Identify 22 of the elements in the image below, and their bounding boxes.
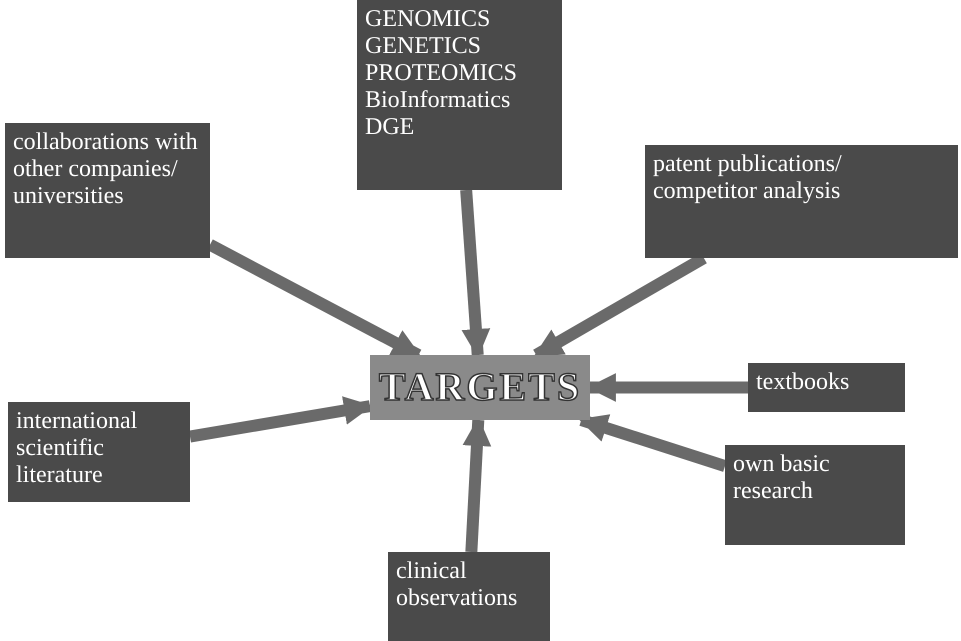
source-label: international scientific literature bbox=[16, 408, 138, 489]
source-box bbox=[388, 552, 550, 641]
source-label: BioInformatics bbox=[365, 86, 512, 114]
source-label: PROTEOMICS bbox=[365, 60, 518, 87]
source-label: own basic research bbox=[733, 451, 831, 505]
source-label: DGE bbox=[365, 114, 416, 140]
source-box bbox=[645, 145, 958, 258]
source-box bbox=[357, 0, 562, 190]
source-label: GENETICS bbox=[365, 32, 482, 60]
hub-label: TARGETS bbox=[378, 365, 582, 410]
source-label: textbooks bbox=[756, 369, 850, 396]
source-box bbox=[8, 402, 190, 502]
source-label: clinical observations bbox=[396, 558, 518, 612]
source-box bbox=[725, 445, 905, 545]
source-label: collaborations with other companies/ universities bbox=[13, 129, 199, 210]
arrow bbox=[578, 414, 727, 472]
source-label: patent publications/ competitor analysis bbox=[653, 151, 843, 205]
source-box bbox=[5, 123, 210, 258]
arrow bbox=[460, 190, 490, 358]
source-box bbox=[748, 363, 905, 412]
target-box bbox=[370, 355, 590, 420]
source-label: GENOMICS bbox=[365, 6, 492, 33]
